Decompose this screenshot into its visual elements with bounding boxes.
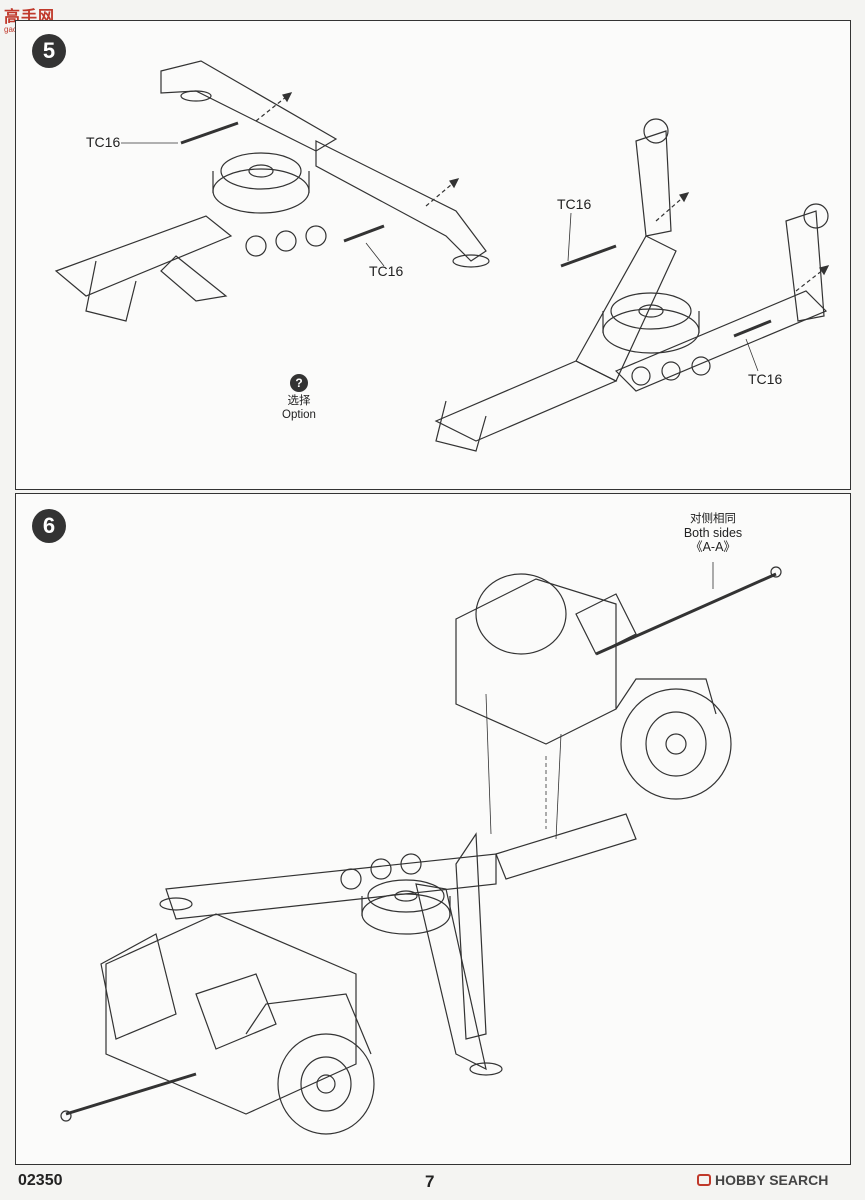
step6-drawing [60, 562, 782, 1135]
step5-drawing [54, 60, 830, 452]
step5-panel: 5 [15, 20, 851, 490]
step6-note-cn: 对侧相同 [690, 513, 736, 525]
step5-option-cn: 选择 [287, 395, 311, 407]
step6-upper-axle-frame [455, 578, 617, 745]
step5-option-note: ? 选择 Option [274, 374, 324, 422]
step5-pin-tc16 [343, 224, 385, 243]
step5-part-label-tc16: TC16 [748, 371, 783, 387]
option-question-icon: ? [290, 374, 308, 392]
step5-left-turntable-hub [248, 164, 274, 178]
step6-upper-wheel [620, 688, 732, 800]
step5-left-turntable [212, 168, 310, 214]
footer-brand: HOBBY SEARCH [697, 1172, 828, 1188]
step6-cross-frame-arm [495, 813, 637, 880]
step5-left-outrigger-arm [160, 255, 228, 302]
step5-right-outrigger-arm [575, 235, 677, 382]
step6-note-ref: 《A-A》 [690, 540, 736, 554]
step6-number: 6 [32, 509, 66, 543]
step5-part-label-tc16: TC16 [86, 134, 121, 150]
step5-pin-tc16 [560, 244, 617, 268]
step6-cross-frame-arm [455, 832, 487, 1040]
step5-right-jack-post [635, 130, 672, 237]
step5-left-outrigger-arm [160, 60, 338, 152]
step6-upper-tow-bar [595, 572, 777, 656]
step6-turntable [361, 893, 451, 935]
step5-left-outrigger-arm [315, 140, 487, 262]
hobby-search-logo-icon [697, 1174, 711, 1186]
step6-note-en: Both sides [683, 526, 743, 540]
step6-lower-wheel [277, 1033, 375, 1135]
step6-lower-mudguard [245, 993, 372, 1055]
step5-left-outrigger-arm [54, 215, 233, 297]
brand-text: HOBBY SEARCH [715, 1172, 829, 1188]
step6-upper-fender [475, 573, 567, 655]
step6-cross-frame-arm [165, 853, 497, 920]
step6-upper-mudguard [615, 678, 717, 715]
step6-lower-axle-frame [105, 913, 357, 1115]
page-number: 7 [425, 1172, 435, 1191]
step5-right-turntable [602, 308, 700, 354]
step6-both-sides-note: 对侧相同 Both sides 《A-A》 [658, 512, 768, 554]
step5-pin-tc16 [180, 121, 239, 145]
step5-right-jack-post [785, 210, 825, 322]
step5-right-outrigger-arm [614, 290, 828, 392]
step6-panel: 6 对侧相同 Both sides 《A-A》 [15, 493, 851, 1165]
step6-lower-fender [100, 933, 177, 1040]
step5-option-en: Option [282, 409, 316, 421]
step5-part-label-tc16: TC16 [557, 196, 592, 212]
step5-part-label-tc16: TC16 [369, 263, 404, 279]
kit-code: 02350 [18, 1172, 63, 1189]
step5-left-turntable [220, 152, 302, 190]
step5-right-outrigger-arm [434, 360, 618, 442]
step5-left-jack [85, 260, 137, 322]
step5-pin-tc16 [733, 319, 772, 338]
step6-lower-tow-bar [65, 1072, 197, 1116]
step5-number: 5 [32, 34, 66, 68]
